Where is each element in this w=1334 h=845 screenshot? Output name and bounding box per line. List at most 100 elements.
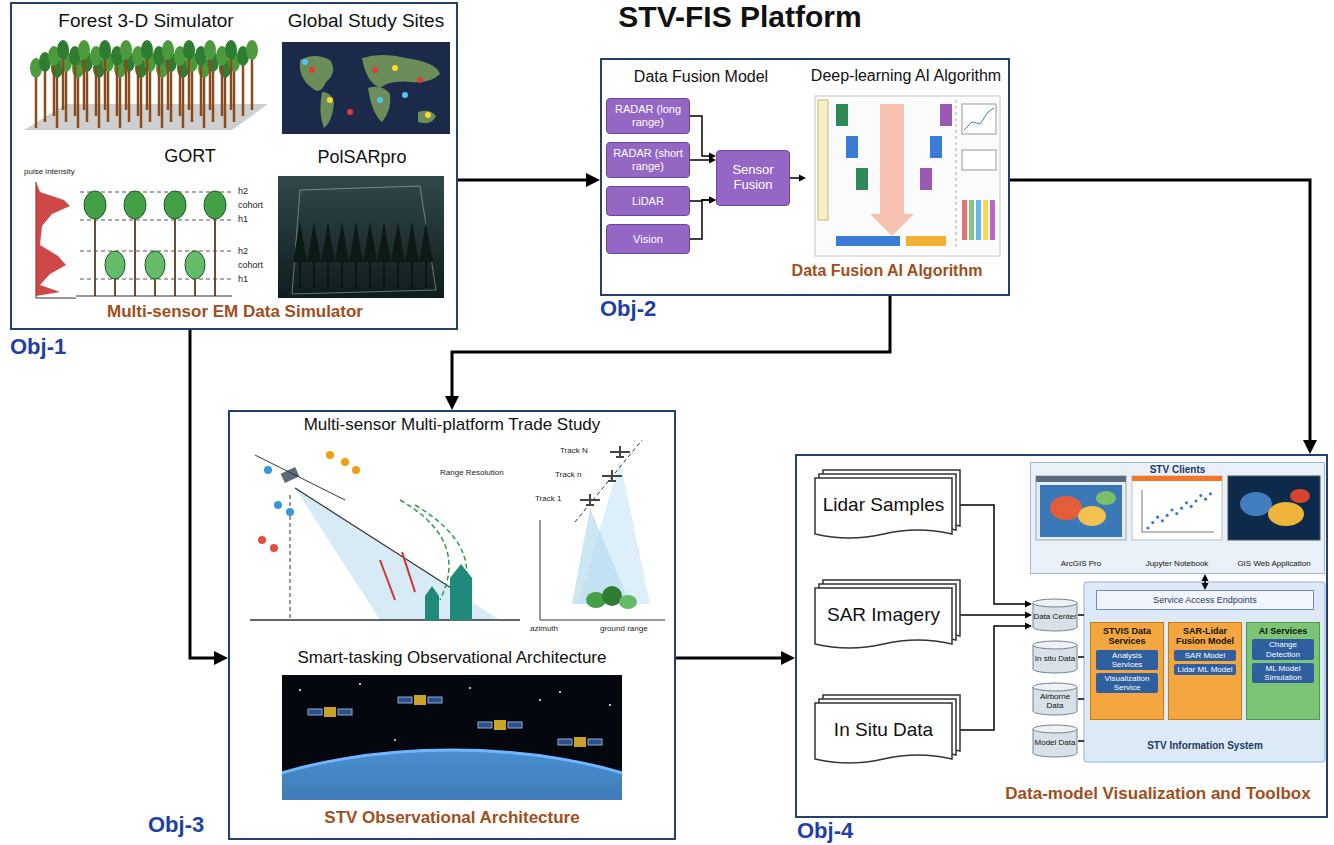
- node-heading: STV Information System: [1090, 740, 1320, 752]
- sensor-box: LiDAR: [606, 186, 690, 216]
- tree-trunk: [233, 70, 236, 122]
- star: [539, 699, 541, 701]
- map-area: [1040, 485, 1122, 537]
- connector: [1078, 657, 1084, 658]
- data-store: Model Data: [1032, 724, 1078, 758]
- connector: [790, 175, 806, 182]
- conv-block: [983, 200, 988, 240]
- tree-crown: [321, 222, 335, 262]
- connector-line: [960, 614, 1026, 616]
- annotation-label: ground range: [600, 624, 665, 633]
- solar-panel: [398, 697, 412, 703]
- tree-crown: [307, 222, 321, 262]
- objective-panel: Forest 3-D SimulatorGlobal Study SitesGO…: [10, 2, 458, 330]
- node-label: LiDAR: [610, 195, 686, 208]
- solar-panel: [478, 722, 492, 728]
- node-heading: Global Study Sites: [276, 10, 456, 32]
- connector: [690, 197, 716, 240]
- app-bar: [1036, 476, 1126, 482]
- connector-line: [676, 657, 782, 660]
- annotation-label: pulse intensity: [24, 167, 94, 176]
- arrowhead: [709, 197, 716, 204]
- connector: [960, 623, 1032, 731]
- annotation-label: cohort: [238, 200, 278, 210]
- node-label: SAR-Lidar Fusion Model: [1172, 626, 1238, 647]
- plot-point: [1146, 526, 1149, 529]
- connector: [1078, 615, 1084, 616]
- layer-block: [930, 136, 942, 158]
- annotation-label: h1: [238, 214, 278, 224]
- layer-block: [906, 236, 946, 246]
- solar-panel: [308, 709, 322, 715]
- scene-box: [292, 186, 436, 294]
- star: [394, 739, 396, 741]
- connector-line: [690, 159, 710, 161]
- node-item: Lidar ML Model: [1174, 664, 1236, 675]
- connector-line: [1204, 580, 1206, 584]
- app-window: [1228, 476, 1320, 540]
- earth-limb: [282, 750, 622, 800]
- satellite-body: [494, 720, 506, 730]
- client-app: Jupyter Notebook: [1132, 476, 1222, 570]
- cylinder-side: [1077, 729, 1078, 753]
- height-line: [80, 220, 232, 221]
- cylinder-side: [1077, 603, 1078, 627]
- map-blob: [1240, 492, 1272, 516]
- tree-trunk: [154, 279, 156, 296]
- plot-point: [1170, 508, 1173, 511]
- conv-block: [969, 200, 974, 240]
- scatter-arrow: [380, 560, 395, 600]
- tree-trunk: [119, 76, 122, 128]
- service-box: STVIS Data ServicesAnalysis ServicesVisu…: [1090, 622, 1164, 720]
- tree-trunk: [194, 279, 196, 296]
- cylinder-side: [1033, 603, 1034, 627]
- node-label: ArcGIS Pro: [1039, 559, 1123, 568]
- node-heading: Forest 3-D Simulator: [20, 10, 272, 32]
- connector: [1202, 574, 1209, 590]
- conv-block: [962, 200, 967, 240]
- study-site-dot: [392, 65, 398, 71]
- service-box: AI ServicesChange DetectionML Model Simu…: [1246, 622, 1320, 720]
- node-heading: Data Fusion AI Algorithm: [766, 262, 1008, 280]
- client-app: ArcGIS Pro: [1036, 476, 1126, 570]
- constellation-image: [282, 675, 622, 800]
- map-blob: [1268, 502, 1304, 526]
- tree-trunk: [56, 76, 59, 128]
- connector-line: [1078, 614, 1084, 616]
- app-bar: [1132, 476, 1222, 481]
- axis-line: [540, 520, 541, 620]
- node-label: RADAR (short range): [610, 147, 686, 172]
- connector-line: [1078, 656, 1084, 658]
- scatter-arrow: [402, 552, 415, 592]
- cylinder-side: [1077, 687, 1078, 711]
- plot-point: [1156, 516, 1159, 519]
- app-window: [1036, 476, 1126, 540]
- objective-panel: Data Fusion ModelData Fusion AI Algorith…: [600, 58, 1010, 296]
- node-heading: STV Observational Architecture: [236, 808, 668, 828]
- connector-line: [690, 200, 710, 239]
- layer-block: [920, 168, 932, 190]
- arrowhead: [1303, 440, 1317, 454]
- annotation-label: cohort: [238, 260, 278, 270]
- information-system: STV Information SystemService Access End…: [1084, 582, 1325, 762]
- client-app: GIS Web Application: [1228, 476, 1320, 570]
- world-map: [282, 42, 450, 134]
- lidar-waveform: [36, 182, 70, 296]
- node-shape: [1228, 476, 1320, 542]
- tree-trunk: [191, 70, 194, 122]
- node-item: Analysis Services: [1096, 650, 1158, 670]
- satellite-body: [324, 707, 336, 717]
- tree-trunk: [53, 64, 56, 116]
- tree-crown: [105, 251, 125, 279]
- tree-crown: [78, 40, 90, 60]
- node-heading: Data Fusion Model: [606, 68, 796, 86]
- tree-crown: [246, 40, 258, 60]
- connector-line: [960, 626, 1026, 730]
- node-shape: [1132, 476, 1222, 542]
- connector: [1078, 741, 1084, 742]
- tree-crown: [225, 40, 237, 60]
- plot-point: [1194, 499, 1197, 502]
- tree-trunk: [74, 64, 77, 116]
- layer-block: [940, 104, 952, 126]
- connector-line: [1078, 740, 1084, 742]
